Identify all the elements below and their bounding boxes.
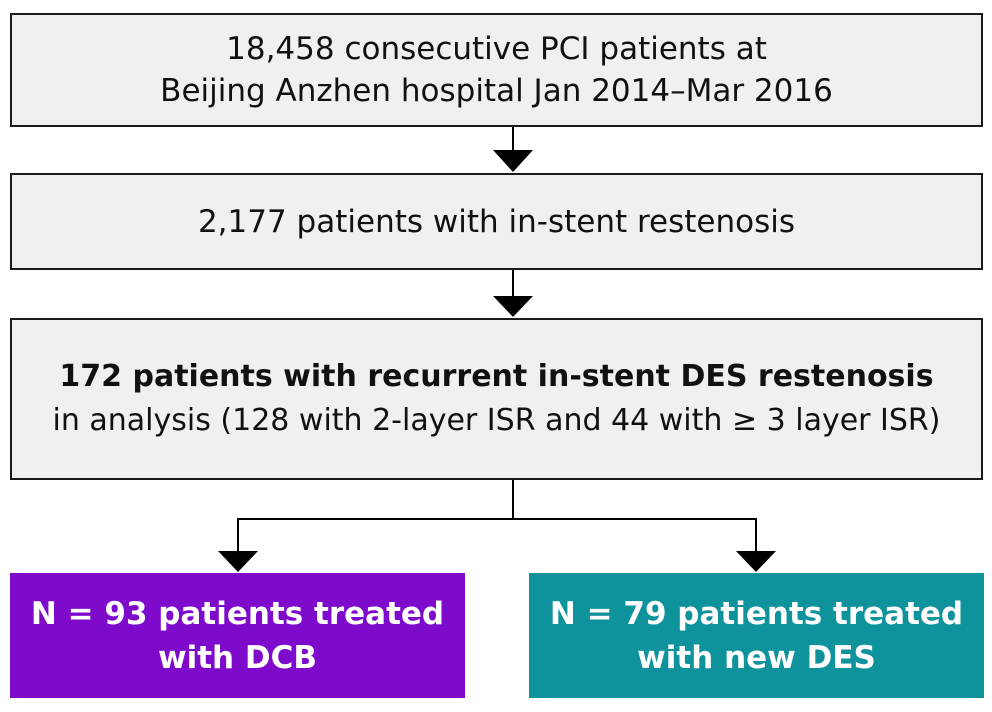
- arrowhead-to-dcb: [218, 551, 258, 572]
- des-line-1: N = 79 patients treated: [549, 595, 964, 632]
- des-line-2: with new DES: [637, 639, 876, 676]
- arrowhead-2-3: [493, 296, 533, 317]
- analysis-line-1: 172 patients with recurrent in-stent DES…: [59, 359, 934, 394]
- arrowhead-to-des: [736, 551, 776, 572]
- dcb-line-1: N = 93 patients treated: [30, 595, 445, 632]
- arrowhead-1-2: [493, 150, 533, 172]
- des-group-box: N = 79 patients treated with new DES: [529, 573, 984, 698]
- dcb-line-2: with DCB: [157, 639, 318, 676]
- screened-line-1: 18,458 consecutive PCI patients at: [226, 31, 767, 67]
- screened-patients-box: 18,458 consecutive PCI patients at Beiji…: [10, 13, 983, 127]
- analysis-line-2: in analysis (128 with 2-layer ISR and 44…: [52, 403, 941, 438]
- isr-patients-box: 2,177 patients with in-stent restenosis: [10, 173, 983, 270]
- isr-line-1: 2,177 patients with in-stent restenosis: [197, 203, 796, 240]
- dcb-group-box: N = 93 patients treated with DCB: [10, 573, 465, 698]
- analysis-patients-box: 172 patients with recurrent in-stent DES…: [10, 318, 983, 480]
- screened-line-2: Beijing Anzhen hospital Jan 2014–Mar 201…: [160, 73, 833, 109]
